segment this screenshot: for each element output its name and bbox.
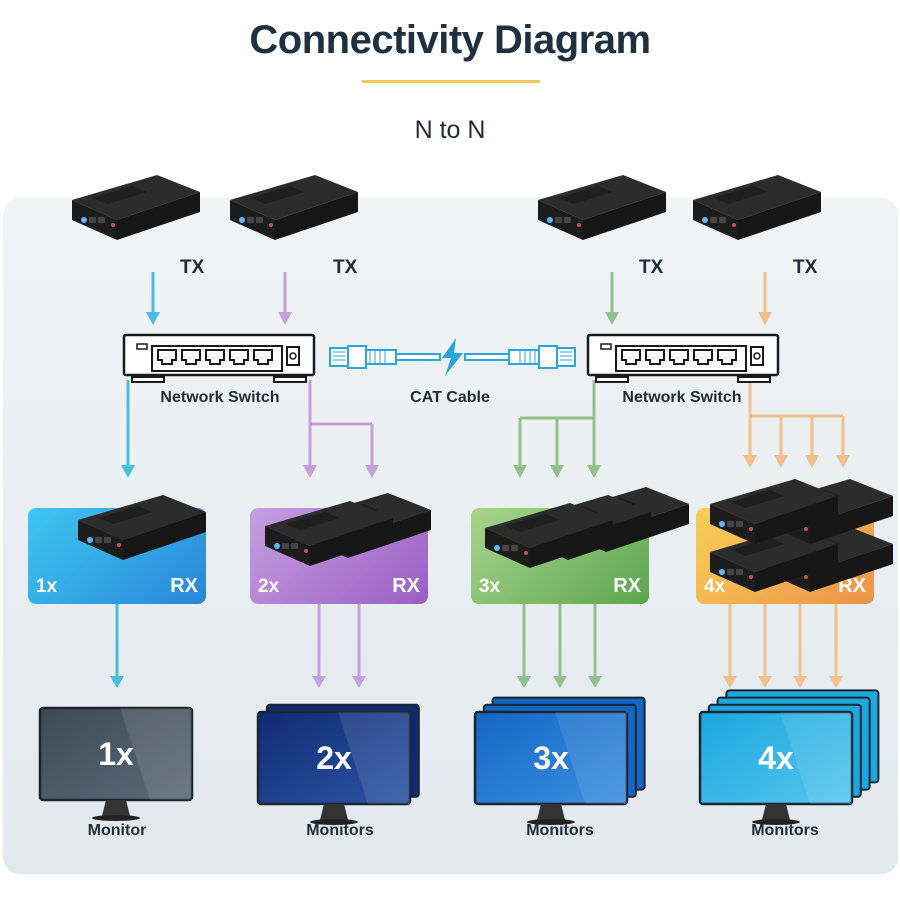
monitor-screen-count: 1x xyxy=(98,736,134,772)
switch-right-label: Network Switch xyxy=(622,389,742,406)
rx-count: 2x xyxy=(258,576,280,597)
cat-cable-label: CAT Cable xyxy=(410,389,490,406)
monitor-screen-count: 2x xyxy=(316,740,352,776)
monitor-screen-count: 3x xyxy=(533,740,569,776)
tx-label: TX xyxy=(639,257,664,278)
tx-transmitter-device xyxy=(528,170,666,240)
tx-transmitter-device xyxy=(62,170,200,240)
diagram-subtitle: N to N xyxy=(414,116,486,144)
diagram-title: Connectivity Diagram xyxy=(249,18,651,62)
monitor-group: 4x xyxy=(698,689,880,825)
rx-receiver-device xyxy=(255,496,393,566)
title-underline xyxy=(362,80,540,83)
rx-tag: RX xyxy=(392,575,420,597)
rx-tag: RX xyxy=(613,575,641,597)
monitor-group: 1x xyxy=(38,696,215,826)
tx-label: TX xyxy=(793,257,818,278)
monitor-label: Monitor xyxy=(87,822,147,839)
rx-count: 3x xyxy=(479,576,501,597)
rx-count: 4x xyxy=(704,576,726,597)
tx-transmitter-device xyxy=(220,170,358,240)
rx-receiver-device xyxy=(68,490,206,560)
monitor-screen-count: 4x xyxy=(758,740,794,776)
monitor-label: Monitors xyxy=(751,822,819,839)
lightning-bolt-icon xyxy=(442,338,463,376)
cat-cable xyxy=(329,338,576,376)
network-switch-left xyxy=(122,333,316,383)
tx-to-switch-lines xyxy=(146,272,772,325)
rx-to-monitor-lines xyxy=(110,604,843,688)
monitor-group: 2x xyxy=(256,692,433,825)
monitor-group: 3x xyxy=(473,692,650,825)
rx-receiver-device xyxy=(475,498,613,568)
switch-to-rx-lines xyxy=(121,380,850,478)
rx-count: 1x xyxy=(36,576,58,597)
monitor-label: Monitors xyxy=(526,822,594,839)
network-switch-right xyxy=(586,333,780,383)
rx-receiver-device xyxy=(700,474,838,544)
tx-transmitter-device xyxy=(683,170,821,240)
rx-tag: RX xyxy=(838,575,866,597)
tx-label: TX xyxy=(333,257,358,278)
tx-label: TX xyxy=(180,257,205,278)
rx-tag: RX xyxy=(170,575,198,597)
switch-left-label: Network Switch xyxy=(160,389,280,406)
monitor-label: Monitors xyxy=(306,822,374,839)
